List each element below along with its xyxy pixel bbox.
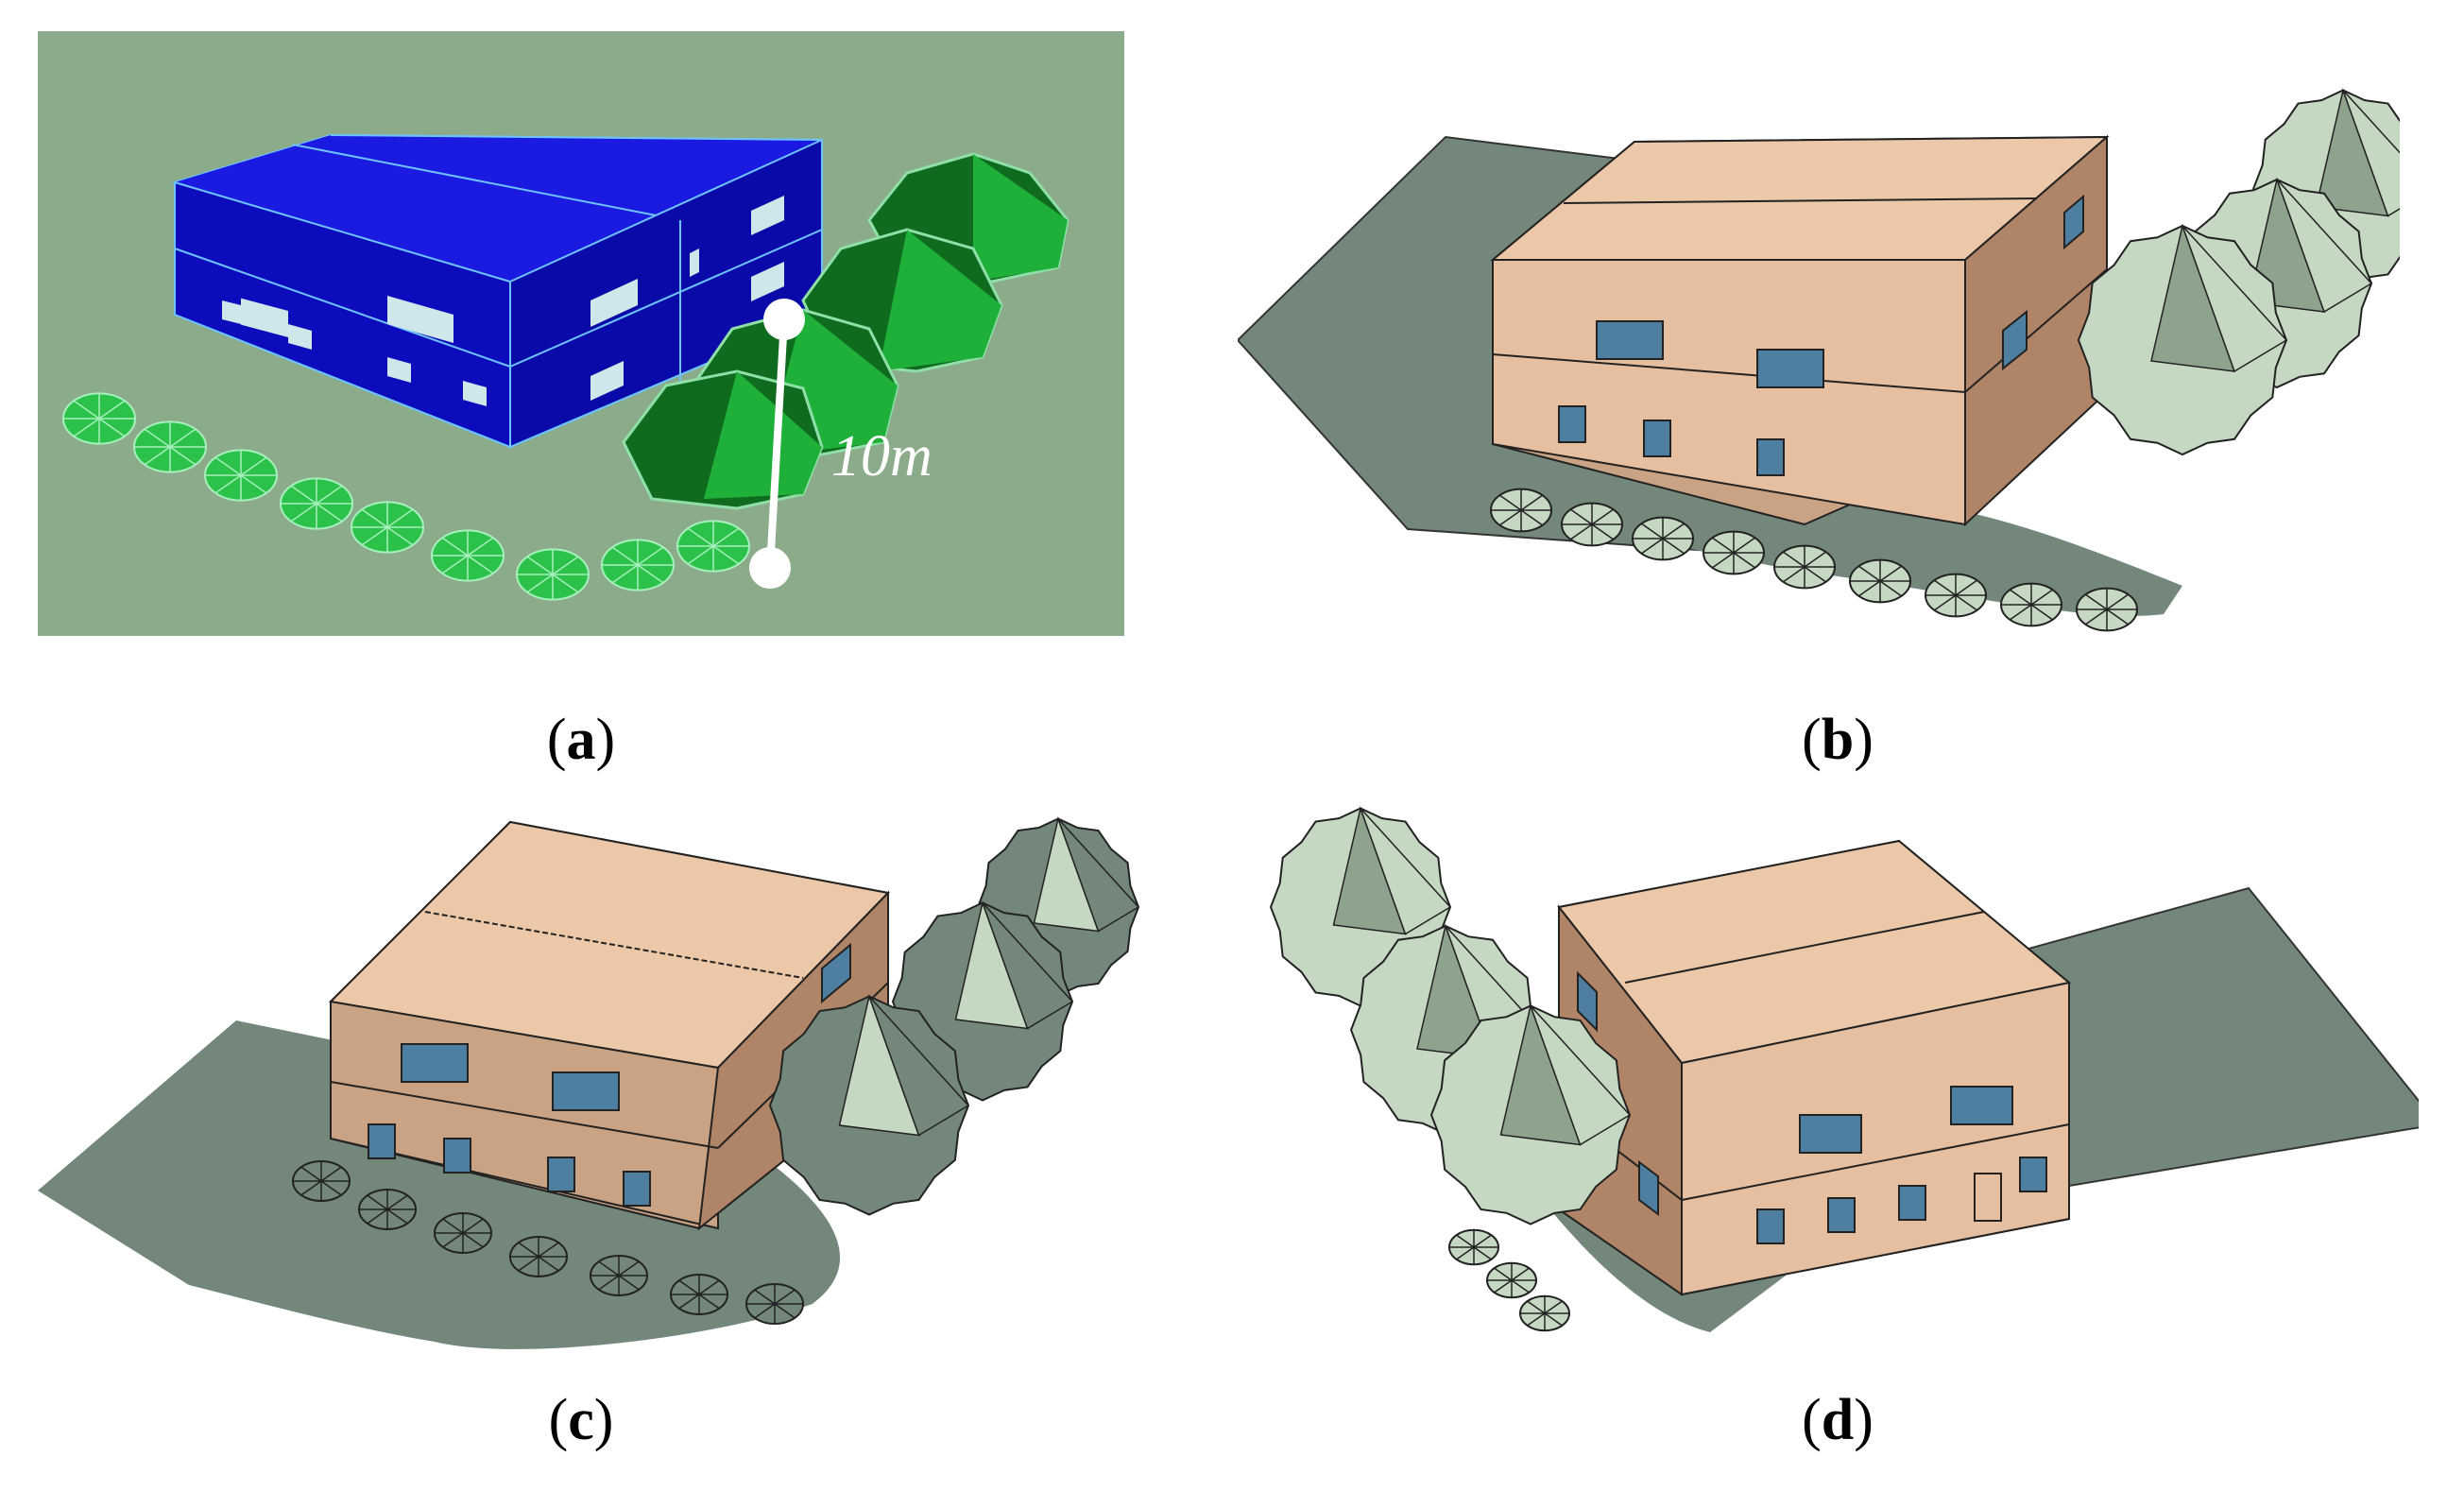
- window: [288, 324, 312, 350]
- window: [2002, 309, 2028, 371]
- panel-b-caption: (b): [1802, 708, 1874, 772]
- window: [368, 1123, 396, 1159]
- window: [1596, 320, 1664, 360]
- shrub: [670, 1274, 728, 1315]
- shrub: [431, 529, 505, 582]
- window: [1756, 349, 1824, 388]
- panel-a-svg: 10m: [38, 31, 1124, 636]
- window: [1638, 1160, 1659, 1216]
- measurement-label: 10m: [831, 424, 933, 488]
- shrub: [1519, 1294, 1570, 1332]
- measure-top-marker: [763, 299, 805, 340]
- tree-canopy: [2077, 223, 2288, 456]
- large-trees: [622, 152, 1069, 510]
- window: [1558, 405, 1586, 443]
- window: [751, 262, 784, 301]
- shrub: [509, 1236, 568, 1277]
- building: [1557, 839, 2072, 1296]
- shrub: [280, 477, 353, 530]
- panel-d-svg: [1269, 805, 2419, 1332]
- window: [1756, 1208, 1785, 1244]
- height-measurement: 10m: [749, 299, 933, 589]
- window: [590, 279, 638, 327]
- panel-a-model-view: 10m: [38, 31, 1124, 636]
- building: [1490, 134, 2110, 527]
- building-block: [171, 133, 823, 449]
- window: [1756, 438, 1785, 476]
- shrub: [1486, 1261, 1537, 1299]
- window: [463, 381, 487, 406]
- tree-canopy: [1429, 1003, 1632, 1225]
- shrub: [601, 539, 675, 591]
- shrub: [516, 548, 590, 601]
- large-trees: [2077, 87, 2400, 456]
- window: [547, 1157, 575, 1192]
- window: [1577, 970, 1598, 1033]
- shrub-row: [62, 392, 750, 601]
- shrub: [745, 1283, 804, 1325]
- shrub: [590, 1255, 648, 1296]
- window: [1898, 1185, 1926, 1221]
- window: [401, 1043, 469, 1083]
- shrub: [434, 1212, 492, 1254]
- shrub: [62, 392, 136, 445]
- shrub-row: [1448, 1228, 1570, 1332]
- window: [623, 1171, 651, 1207]
- window: [1799, 1114, 1862, 1154]
- window: [552, 1071, 620, 1111]
- door: [1974, 1173, 2002, 1222]
- shrub: [1703, 530, 1765, 575]
- shrub: [1448, 1228, 1499, 1266]
- window: [443, 1138, 471, 1174]
- panel-a-caption: (a): [546, 708, 616, 772]
- tree-canopy: [768, 993, 970, 1216]
- shrub: [358, 1189, 417, 1230]
- shrub: [1561, 502, 1623, 547]
- window: [690, 248, 699, 277]
- shrub: [1632, 516, 1694, 561]
- shrub: [676, 520, 750, 573]
- panel-d-shadow-view: [1257, 803, 2419, 1370]
- shrub: [1849, 558, 1911, 604]
- panel-b-shadow-view: [1238, 57, 2400, 643]
- window: [2063, 194, 2084, 250]
- shrub: [292, 1160, 351, 1202]
- shrub: [2000, 582, 2062, 627]
- shrub: [133, 420, 207, 473]
- shrub: [204, 449, 278, 502]
- window: [387, 357, 411, 383]
- panel-d-caption: (d): [1802, 1388, 1874, 1452]
- shrub: [1490, 488, 1552, 533]
- window: [1643, 420, 1671, 457]
- shrub-row: [1490, 488, 2138, 632]
- shrub: [1773, 544, 1836, 590]
- shrub: [351, 501, 424, 554]
- panel-c-shadow-view: [38, 813, 1172, 1380]
- window: [1827, 1197, 1856, 1233]
- panel-c-caption: (c): [548, 1388, 614, 1452]
- panel-c-svg: [38, 815, 1140, 1349]
- large-trees: [768, 815, 1140, 1216]
- window: [241, 298, 288, 338]
- window: [821, 942, 851, 1004]
- window: [387, 296, 453, 343]
- shrub: [1925, 573, 1987, 618]
- measure-bottom-marker: [749, 547, 791, 589]
- window: [590, 361, 624, 401]
- window: [751, 196, 784, 235]
- panel-b-svg: [1238, 87, 2400, 632]
- building: [328, 820, 891, 1231]
- window: [2019, 1157, 2047, 1192]
- shrub: [2076, 587, 2138, 632]
- window: [222, 300, 241, 324]
- window: [1950, 1086, 2013, 1125]
- shrub-row: [292, 1160, 804, 1325]
- large-trees: [1269, 805, 1632, 1225]
